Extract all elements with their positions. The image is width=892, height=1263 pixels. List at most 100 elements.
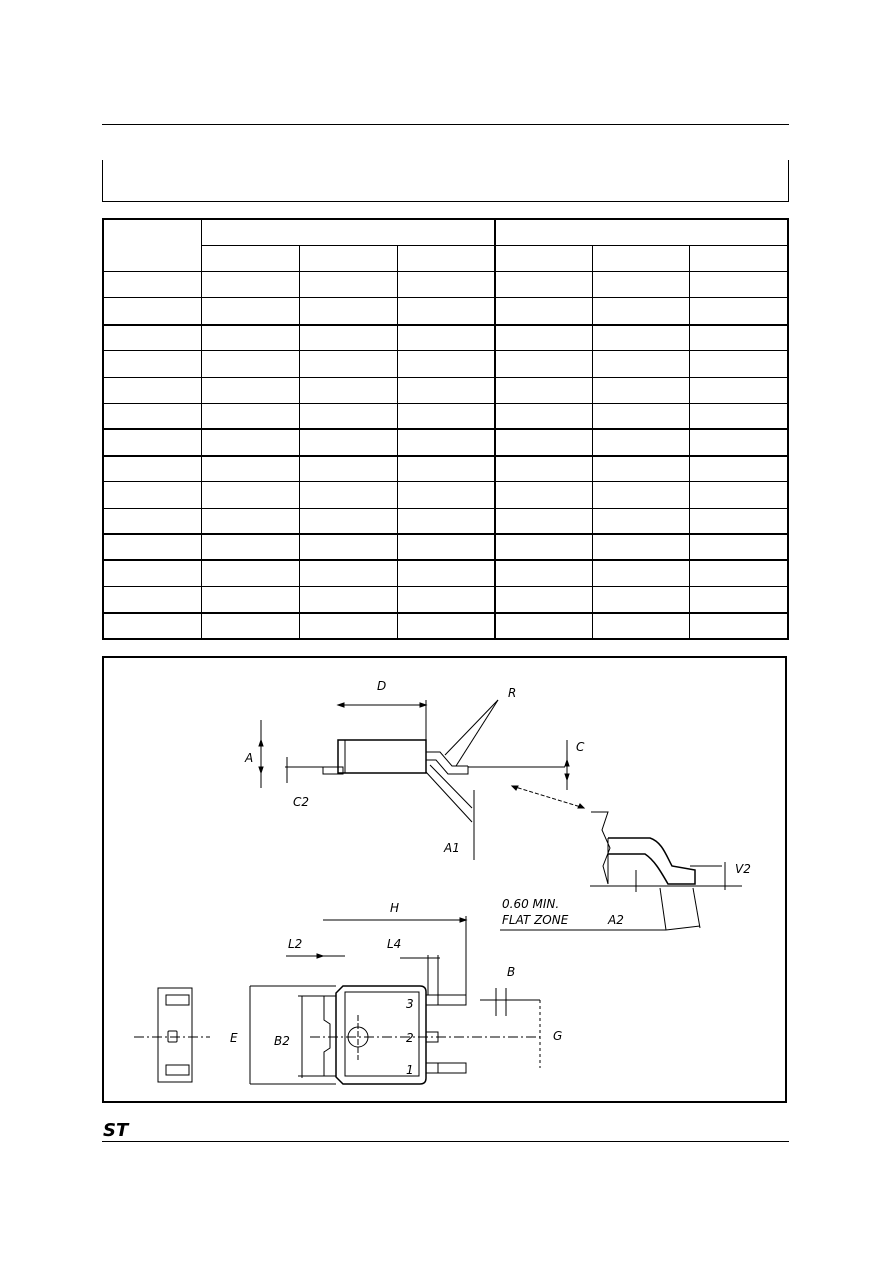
table-cell [689,454,789,483]
subheader-cell [592,244,691,272]
table-cell [592,533,691,561]
top-tab [323,995,336,1077]
table-cell [493,559,594,588]
label-flat-zone-2: FLAT ZONE [502,913,569,927]
table-cell [493,533,594,561]
table-row [102,402,789,430]
table-cell [689,376,789,404]
table-cell [493,297,594,326]
table-cell [200,270,300,299]
a1-leader-1 [429,764,473,809]
header-rule [102,124,789,125]
label-e: E [230,1031,238,1045]
table-cell [689,297,789,326]
side-lead [426,751,469,775]
table-cell [396,533,496,561]
table-cell [689,402,789,430]
a2-ext-2 [692,887,701,929]
header-dim [102,218,202,272]
table-cell [298,402,398,430]
table-cell [200,376,300,404]
table-cell [298,270,398,299]
detail-arrow [511,785,585,809]
table-cell [493,376,594,404]
detail-break [591,811,611,885]
label-g: G [553,1029,562,1043]
table-cell [298,323,398,352]
label-l4: L4 [387,937,401,951]
subheader-cell [689,244,789,272]
table-cell [592,297,691,326]
top-view [249,916,541,1085]
table-cell [689,586,789,614]
table-cell [493,454,594,483]
label-c2: C2 [293,795,309,809]
table-row [102,559,789,588]
table-cell [102,323,202,352]
table-cell [200,297,300,326]
table-cell [689,559,789,588]
table-cell [689,350,789,378]
table-row [102,481,789,509]
side-view [258,699,586,860]
table-cell [298,533,398,561]
a2-ext-1 [659,887,667,931]
table-cell [396,481,496,509]
subheader-cell [200,244,300,272]
table-cell [592,611,691,640]
table-cell [493,402,594,430]
label-r: R [508,686,516,700]
table-cell [396,350,496,378]
label-a: A [244,751,253,765]
table-cell [102,376,202,404]
table-subheader-row [103,244,789,272]
label-pin-2: 2 [406,1031,414,1045]
label-b2: B2 [274,1034,290,1048]
table-cell [689,611,789,640]
table-cell [396,507,496,535]
table-cell [592,350,691,378]
table-cell [689,533,789,561]
detail-arrow-heads [510,785,586,809]
table-cell [298,454,398,483]
table-row [102,454,789,483]
subheader-cell [298,244,398,272]
table-row [102,376,789,404]
table-cell [298,611,398,640]
table-cell [493,270,594,299]
label-c: C [576,740,585,754]
table-cell [689,481,789,509]
table-cell [396,586,496,614]
table-row [102,611,789,640]
table-cell [102,297,202,326]
table-cell [592,402,691,430]
table-cell [592,323,691,352]
table-cell [592,270,691,299]
table-cell [493,428,594,457]
dimensions-table [102,218,789,640]
table-cell [298,297,398,326]
side-body [337,739,427,774]
label-pin-3: 3 [406,997,414,1011]
end-lead-bottom [165,1064,190,1076]
package-outline-drawing: D R C A C2 A1 V2 0.60 MIN. FLAT ZONE A2 … [134,679,751,1085]
table-header-row [102,218,789,272]
end-view [134,987,210,1083]
table-cell [396,454,496,483]
table-cell [102,507,202,535]
a1-leader-2 [425,771,473,823]
table-row [102,507,789,535]
table-cell [298,350,398,378]
table-cell [396,323,496,352]
label-h: H [390,901,399,915]
table-cell [298,376,398,404]
table-cell [493,611,594,640]
table-cell [396,297,496,326]
dim-h-arrow [459,917,468,923]
a2-dim-line [665,925,701,931]
table-row [102,533,789,561]
table-cell [592,507,691,535]
table-cell [200,454,300,483]
table-cell [493,323,594,352]
table-row [102,323,789,352]
